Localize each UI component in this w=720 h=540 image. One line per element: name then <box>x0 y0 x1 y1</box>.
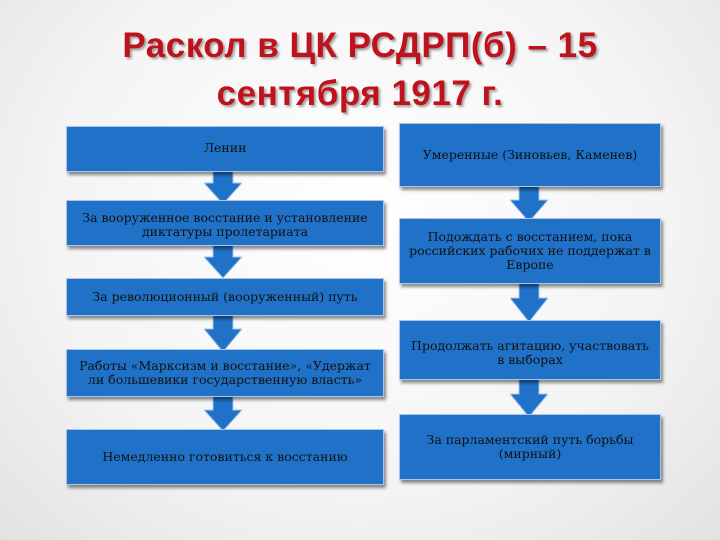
agitation-label: Продолжать агитацию, участвовать в выбор… <box>411 338 649 367</box>
arrow-down-icon <box>204 168 242 204</box>
arrow-down-icon <box>204 242 242 278</box>
immediate-uprising-label: Немедленно готовиться к восстанию <box>102 449 348 464</box>
parliamentary-box: За парламентский путь борьбы (мирный) <box>399 414 661 480</box>
armed-uprising-label: За вооруженное восстание и установление … <box>82 210 368 239</box>
parliamentary-label: За парламентский путь борьбы (мирный) <box>426 432 634 461</box>
moderates-label: Умеренные (Зиновьев, Каменев) <box>422 147 638 162</box>
works-label: Работы «Марксизм и восстание», «Удержат … <box>79 358 371 387</box>
lenin-label: Ленин <box>203 140 247 155</box>
slide-title: Раскол в ЦК РСДРП(б) – 15 сентября 1917 … <box>122 26 598 113</box>
revolutionary-path-label: За революционный (вооруженный) путь <box>92 289 358 304</box>
wait-label: Подождать с восстанием, пока российских … <box>409 229 651 272</box>
arrow-down-icon <box>510 280 548 322</box>
works-box: Работы «Марксизм и восстание», «Удержат … <box>66 349 384 397</box>
arrow-down-icon <box>510 377 548 417</box>
arrow-down-icon <box>510 184 548 222</box>
agitation-box: Продолжать агитацию, участвовать в выбор… <box>399 320 661 380</box>
arrow-down-icon <box>204 312 242 352</box>
moderates-box: Умеренные (Зиновьев, Каменев) <box>399 123 661 187</box>
wait-box: Подождать с восстанием, пока российских … <box>399 218 661 284</box>
arrow-down-icon <box>204 395 242 431</box>
immediate-uprising-box: Немедленно готовиться к восстанию <box>66 429 384 485</box>
armed-uprising-box: За вооруженное восстание и установление … <box>66 200 384 246</box>
lenin-box: Ленин <box>66 126 384 172</box>
revolutionary-path-box: За революционный (вооруженный) путь <box>66 278 384 316</box>
